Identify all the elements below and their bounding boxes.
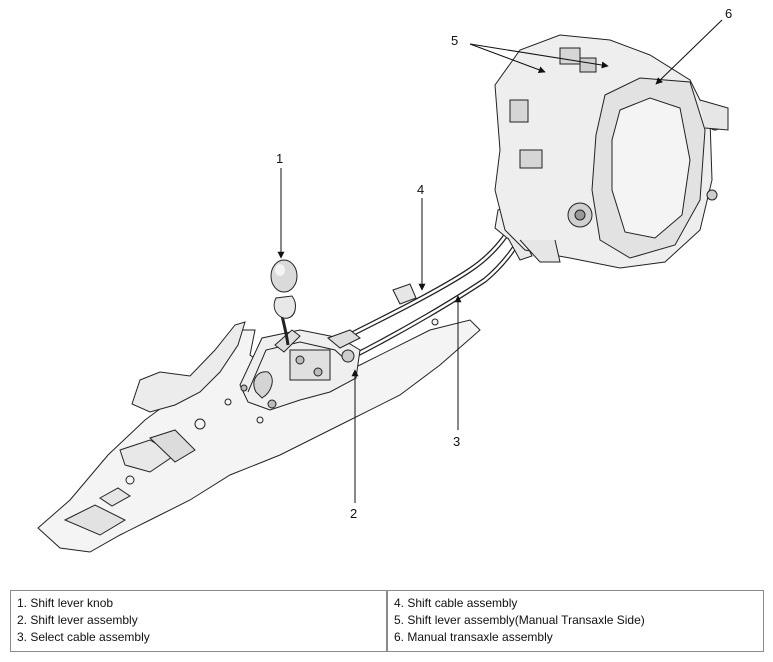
legend-item: 1. Shift lever knob	[17, 596, 114, 610]
legend-column-left: 1. Shift lever knob 2. Shift lever assem…	[11, 591, 386, 651]
cable-clamp	[392, 283, 417, 305]
shift-lever-knob-drawing	[270, 259, 298, 346]
callout-lines	[277, 19, 723, 503]
callout-6: 6	[725, 6, 732, 21]
callout-2: 2	[350, 506, 357, 521]
callout-3: 3	[453, 434, 460, 449]
callout-5: 5	[451, 33, 458, 48]
floor-console	[37, 318, 481, 553]
legend-item: 5. Shift lever assembly(Manual Transaxle…	[394, 613, 645, 627]
callout-4: 4	[417, 182, 424, 197]
transaxle-assembly	[494, 34, 729, 269]
legend-item: 6. Manual transaxle assembly	[394, 630, 553, 644]
parts-legend: 1. Shift lever knob 2. Shift lever assem…	[10, 590, 764, 652]
legend-item: 3. Select cable assembly	[17, 630, 150, 644]
callout-1: 1	[276, 151, 283, 166]
shift-lever-assembly-drawing	[239, 329, 361, 411]
shift-linkage-diagram: 1 2 3 4 5 6	[37, 6, 732, 553]
legend-column-right: 4. Shift cable assembly 5. Shift lever a…	[386, 591, 763, 651]
legend-item: 4. Shift cable assembly	[394, 596, 518, 610]
legend-item: 2. Shift lever assembly	[17, 613, 138, 627]
